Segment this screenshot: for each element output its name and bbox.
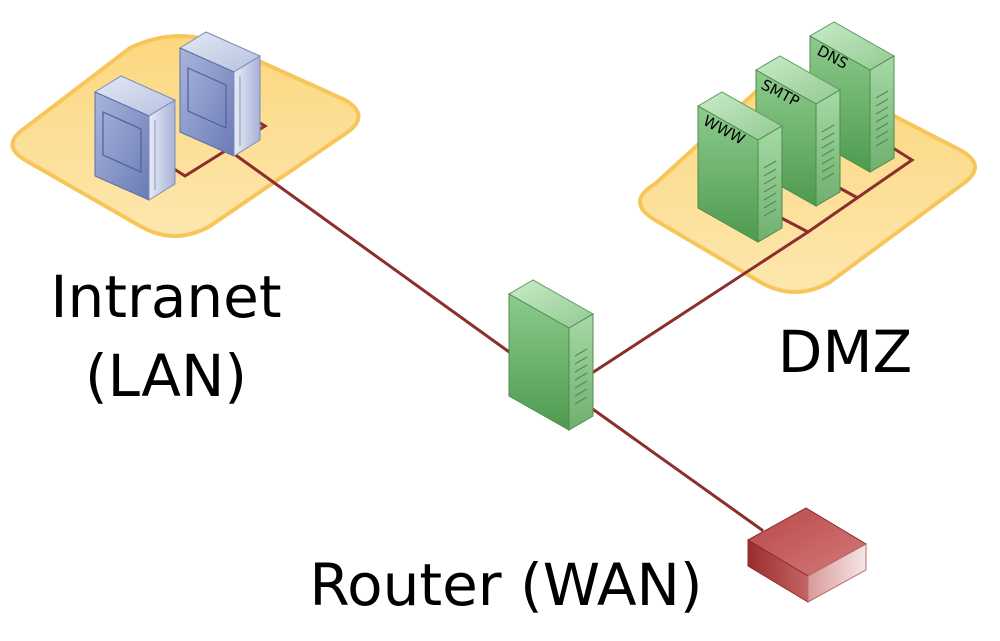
firewall-server [508,279,594,431]
intranet-label-line2: (LAN) [85,342,247,410]
dmz-label: DMZ [778,318,912,386]
router-device [746,507,868,603]
intranet-zone [10,34,361,238]
link-intranet-firewall [228,149,514,356]
www-server: WWW [697,91,783,243]
smtp-server: SMTP [755,55,841,207]
intranet-client-front [94,75,176,201]
link-firewall-dmz [590,230,810,375]
intranet-client-back [179,31,261,157]
dns-server: DNS [809,21,895,173]
router-label: Router (WAN) [309,551,702,619]
intranet-label-line1: Intranet [50,263,281,331]
link-firewall-router [578,398,764,532]
